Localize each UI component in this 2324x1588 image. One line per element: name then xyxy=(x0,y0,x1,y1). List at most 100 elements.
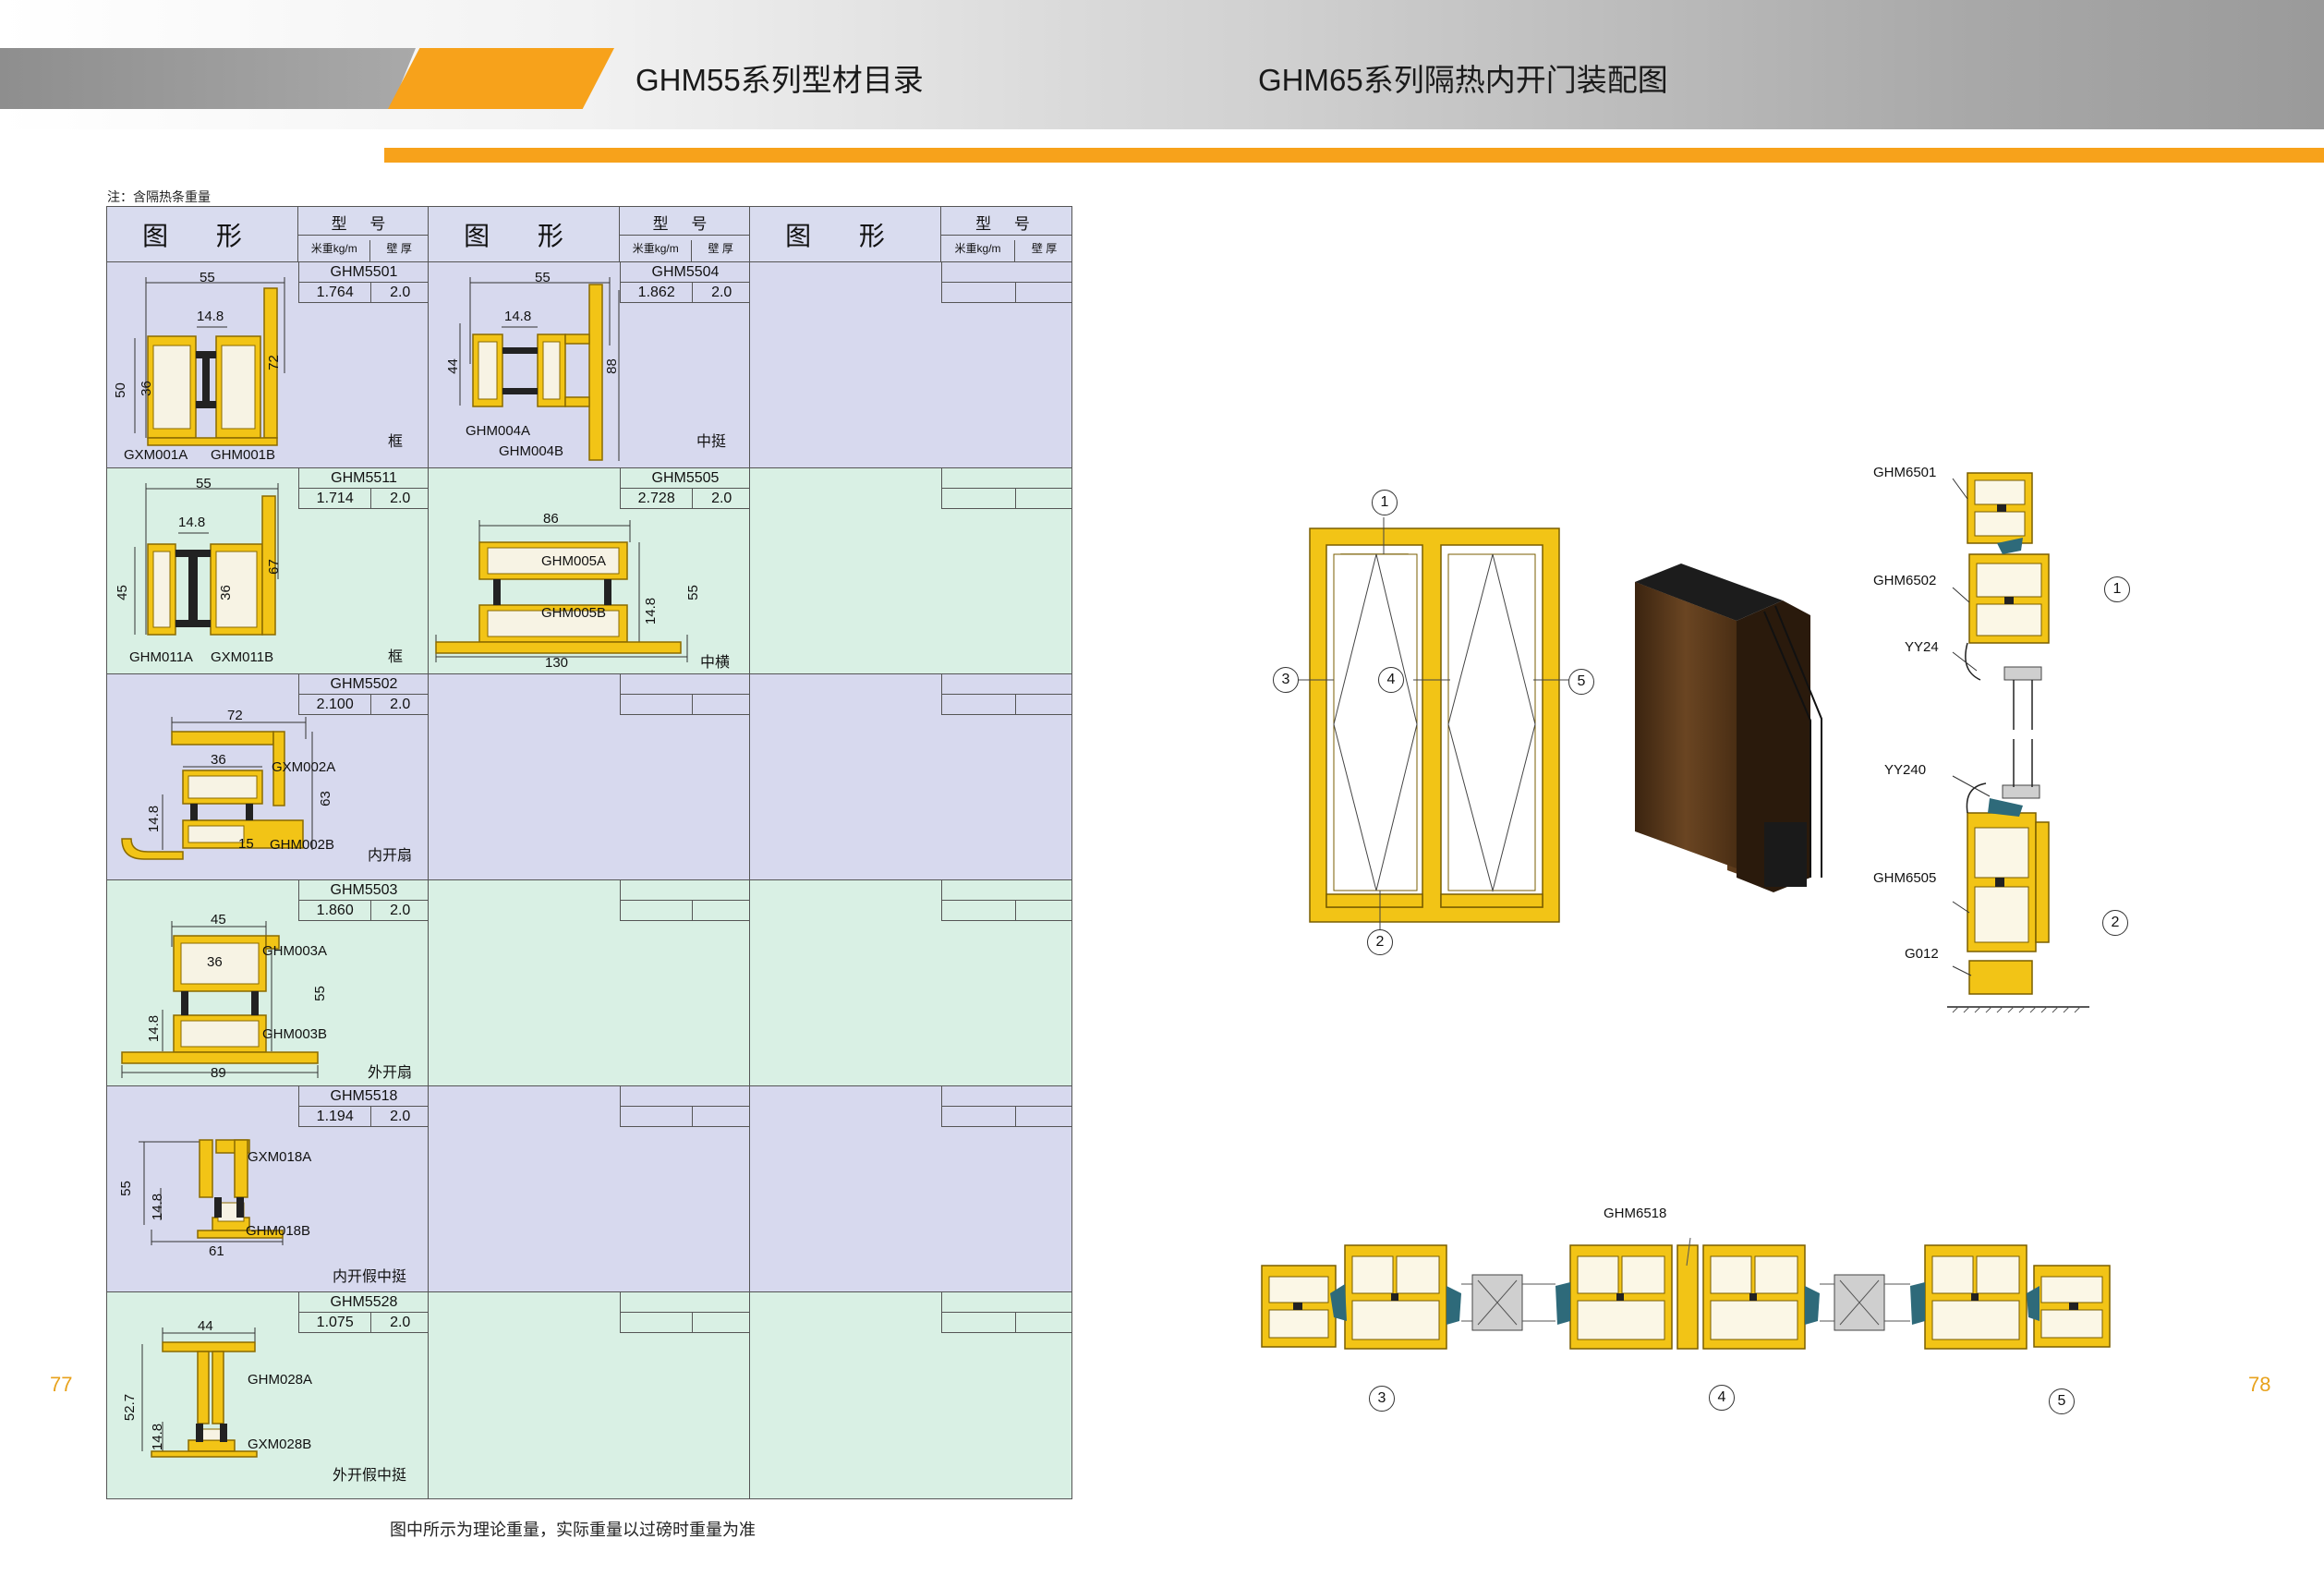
profile-kind: 内开扇 xyxy=(368,848,413,864)
spec-box: GHM5518 1.194 2.0 xyxy=(298,1086,429,1127)
header-model-1: 型 号 米重kg/m 壁 厚 xyxy=(298,207,429,262)
dimension-label: 45 xyxy=(211,912,226,927)
profile-code xyxy=(621,880,750,901)
profile-part-label: GHM004A xyxy=(466,423,531,439)
profile-thickness xyxy=(1016,1107,1071,1127)
dimension-label: 36 xyxy=(217,585,234,600)
door-marker-2: 2 xyxy=(1367,929,1393,955)
profile-weight: 1.075 xyxy=(299,1313,372,1333)
profile-part-label: GXM011B xyxy=(211,649,274,665)
profile-part-label: GHM011A xyxy=(129,649,193,665)
section-label-yy240: YY240 xyxy=(1884,762,1927,778)
profile-part-label: GXM002A xyxy=(272,759,336,775)
profile-weight: 1.714 xyxy=(299,489,372,509)
profile-weight xyxy=(942,283,1016,303)
door-elevation-drawing xyxy=(1293,517,1570,939)
header-thickness-label: 壁 厚 xyxy=(708,242,733,255)
profile-code: GHM5502 xyxy=(299,674,429,695)
profile-weight: 1.764 xyxy=(299,283,372,303)
profile-thickness xyxy=(693,695,750,715)
dimension-label: 14.8 xyxy=(643,597,660,625)
profile-kind: 外开扇 xyxy=(368,1065,413,1081)
profile-weight: 2.100 xyxy=(299,695,372,715)
header-weight-label: 米重kg/m xyxy=(298,240,371,262)
profile-kind: 外开假中挺 xyxy=(333,1468,407,1484)
profile-kind: 内开假中挺 xyxy=(333,1269,407,1285)
profile-part-label: GHM004B xyxy=(499,443,564,459)
profile-part-label: GHM018B xyxy=(246,1223,311,1239)
assembly-title: GHM65系列隔热内开门装配图 xyxy=(1258,63,1668,97)
profile-thickness xyxy=(1016,489,1071,509)
catalog-cell xyxy=(429,1086,750,1292)
profile-code xyxy=(942,262,1071,283)
profile-thickness: 2.0 xyxy=(390,903,411,918)
catalog-cell xyxy=(750,262,1071,468)
section-label-ghm6501: GHM6501 xyxy=(1873,465,1937,480)
dimension-label: 14.8 xyxy=(178,515,206,530)
dimension-label: 36 xyxy=(138,381,154,396)
profile-part-label: GHM002B xyxy=(270,837,335,853)
profile-thickness: 2.0 xyxy=(390,491,411,506)
catalog-cell xyxy=(750,1292,1071,1498)
dimension-label: 55 xyxy=(311,986,328,1001)
spec-box: GHM5503 1.860 2.0 xyxy=(298,880,429,921)
catalog-cell xyxy=(750,880,1071,1086)
profile-code xyxy=(942,468,1071,489)
profile-weight xyxy=(942,901,1016,921)
catalog-cell xyxy=(429,674,750,880)
profile-thickness: 2.0 xyxy=(711,491,732,506)
profile-code xyxy=(942,1292,1071,1313)
profile-weight xyxy=(621,901,694,921)
spec-box: GHM5528 1.075 2.0 xyxy=(298,1292,429,1333)
spec-box: GHM5504 1.862 2.0 xyxy=(620,262,750,303)
profile-weight xyxy=(942,1313,1016,1333)
profile-weight xyxy=(942,1107,1016,1127)
horizontal-section-drawing xyxy=(1261,1237,2111,1350)
dimension-label: 55 xyxy=(196,476,212,491)
dimension-label: 67 xyxy=(265,559,282,575)
horizontal-marker-5: 5 xyxy=(2049,1388,2075,1414)
dimension-label: 89 xyxy=(211,1065,226,1081)
header-orange-rule xyxy=(384,148,2324,163)
profile-code xyxy=(621,674,750,695)
section-label-g012: G012 xyxy=(1905,946,1939,962)
header-thickness-label: 壁 厚 xyxy=(1031,242,1058,255)
profile-drawing xyxy=(121,921,319,1078)
dimension-label: 63 xyxy=(317,791,333,806)
dimension-label: 14.8 xyxy=(146,805,163,833)
profile-drawing xyxy=(435,520,688,662)
dimension-label: 15 xyxy=(238,836,254,852)
spec-box xyxy=(620,880,750,921)
profile-code: GHM5518 xyxy=(299,1086,429,1107)
header-orange-tab xyxy=(388,48,614,109)
header-figure-1: 图 形 xyxy=(107,207,298,262)
vertical-section-drawing xyxy=(1947,472,2089,1013)
dimension-label: 52.7 xyxy=(122,1393,139,1422)
catalog-cell: GHM5503 1.860 2.0 45 36 55 14.8 89 GHM00… xyxy=(107,880,429,1086)
profile-weight xyxy=(942,695,1016,715)
profile-drawing xyxy=(134,277,285,446)
spec-box xyxy=(620,1292,750,1333)
catalog-cell: GHM5502 2.100 2.0 72 36 63 14.8 15 GXM00… xyxy=(107,674,429,880)
profile-drawing xyxy=(459,277,620,461)
profile-weight xyxy=(621,695,694,715)
catalog-cell: GHM5501 1.764 2.0 55 14.8 72 50 36 GXM00… xyxy=(107,262,429,468)
catalog-cell: GHM5518 1.194 2.0 55 14.8 61 GXM018A GHM… xyxy=(107,1086,429,1292)
horizontal-marker-4: 4 xyxy=(1709,1385,1735,1411)
profile-kind: 中横 xyxy=(700,655,731,671)
spec-box xyxy=(620,674,750,715)
profile-part-label: GHM028A xyxy=(248,1372,313,1388)
dimension-label: 14.8 xyxy=(504,309,532,324)
section-label-ghm6505: GHM6505 xyxy=(1873,870,1937,886)
weight-note: 注：含隔热条重量 xyxy=(107,189,211,204)
page-header: GHM55系列型材目录 GHM65系列隔热内开门装配图 xyxy=(0,0,2324,129)
profile-weight: 1.194 xyxy=(299,1107,372,1127)
spec-box xyxy=(620,1086,750,1127)
dimension-label: 61 xyxy=(209,1243,224,1259)
catalog-cell: GHM5511 1.714 2.0 55 14.8 67 45 36 GHM01… xyxy=(107,468,429,674)
profile-weight xyxy=(621,1313,694,1333)
profile-kind: 框 xyxy=(388,434,404,450)
dimension-label: 14.8 xyxy=(197,309,224,324)
profile-code: GHM5504 xyxy=(621,262,750,283)
dimension-label: 50 xyxy=(112,382,128,398)
